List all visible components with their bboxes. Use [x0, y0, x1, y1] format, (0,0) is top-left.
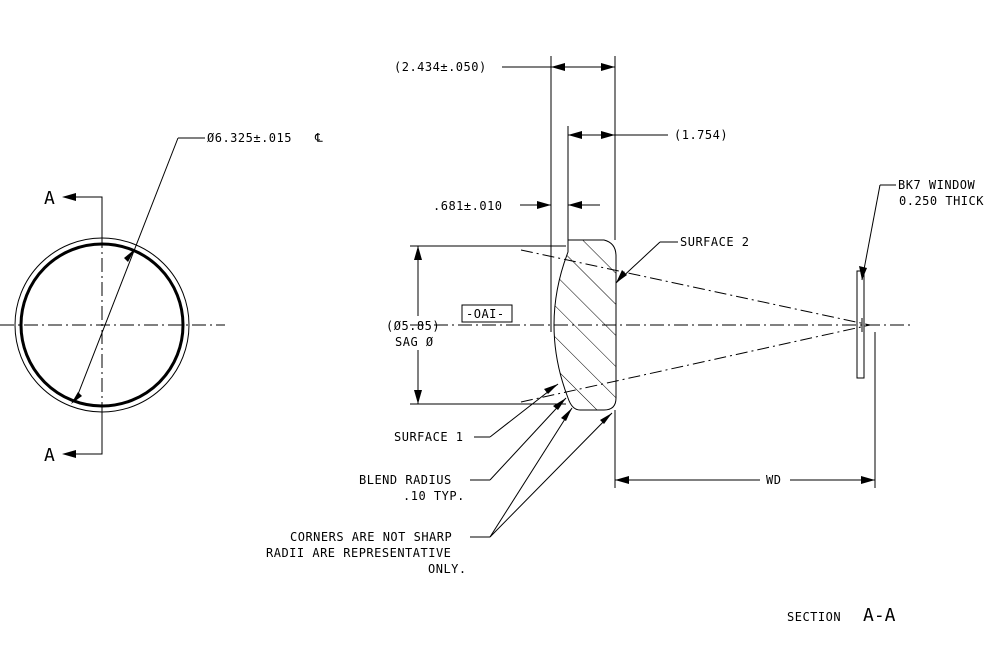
section-letter-top: A	[44, 188, 55, 209]
marginal-ray-lower	[520, 324, 871, 403]
blend-label-line2: .10 TYP.	[403, 489, 465, 503]
section-cut-bottom	[75, 412, 103, 455]
corners-label-line3: ONLY.	[428, 562, 467, 576]
corners-leader-b	[489, 412, 613, 538]
edge-thickness-label: .681±.010	[433, 199, 503, 213]
section-cut-top	[75, 196, 103, 240]
surface1-label: SURFACE 1	[394, 430, 464, 444]
overall-thickness-label: (2.434±.050)	[394, 60, 487, 74]
sag-dia-label-line2: SAG Ø	[395, 335, 434, 349]
section-title-word: SECTION	[787, 610, 841, 624]
edge-thickness-arrow-right	[568, 201, 582, 209]
wd-label: WD	[766, 473, 781, 487]
window-leader	[861, 184, 881, 281]
sag-dia-label-line1: (Ø5.85)	[386, 319, 440, 333]
surface1-leader	[489, 383, 559, 438]
clear-aperture-circle	[19, 242, 185, 408]
section-letter-bottom: A	[44, 445, 55, 466]
section-title-letters: A-A	[863, 605, 896, 626]
wd-arrow-right	[861, 476, 875, 484]
surface1-arrow	[544, 384, 558, 394]
centerline-symbol: ℄	[314, 131, 323, 145]
blend-leader	[489, 397, 567, 481]
window-label-line2: 0.250 THICK	[899, 194, 984, 208]
section-arrow-top	[62, 193, 76, 201]
blend-arrow	[553, 398, 566, 410]
surface2-label: SURFACE 2	[680, 235, 750, 249]
edge-thickness-arrow-left	[537, 201, 551, 209]
corners-label-line2: RADII ARE REPRESENTATIVE	[266, 546, 451, 560]
corners-leader-a	[489, 407, 573, 538]
datum-label: -OAI-	[466, 307, 505, 321]
diameter-arrow-upper	[124, 249, 135, 262]
section-arrow-bottom	[62, 450, 76, 458]
marginal-ray-upper	[520, 249, 871, 326]
window-leader-arrow	[859, 266, 867, 280]
lens-thickness-arrow-right	[601, 131, 615, 139]
diameter-leader-line	[74, 137, 179, 403]
corners-arrow-b	[600, 413, 612, 424]
lens-section-outline	[553, 239, 617, 411]
lens-thickness-arrow-left	[568, 131, 582, 139]
diameter-label: Ø6.325±.015	[207, 131, 292, 145]
overall-thickness-arrow-right	[601, 63, 615, 71]
section-view: (2.434±.050) (1.754) .681±.010 (Ø5.85) S…	[266, 56, 984, 626]
overall-thickness-arrow-left	[551, 63, 565, 71]
blend-label-line1: BLEND RADIUS	[359, 473, 452, 487]
datum-box	[461, 304, 513, 323]
corners-label-line1: CORNERS ARE NOT SHARP	[290, 530, 452, 544]
lens-thickness-label: (1.754)	[674, 128, 728, 142]
window-label-line1: BK7 WINDOW	[898, 178, 976, 192]
corners-arrow-a	[561, 408, 572, 421]
lens-hatching	[554, 240, 616, 410]
sag-dia-arrow-bottom	[414, 390, 422, 404]
sag-dia-arrow-top	[414, 246, 422, 260]
diameter-arrow-lower	[71, 392, 82, 404]
front-view: A A Ø6.325±.015 ℄	[0, 131, 323, 466]
surface2-arrow	[616, 270, 627, 283]
wd-arrow-left	[615, 476, 629, 484]
